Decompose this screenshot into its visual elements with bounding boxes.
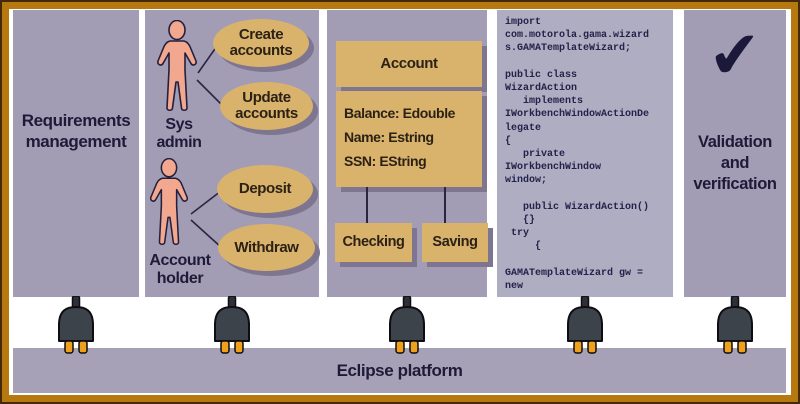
plug-icon — [389, 296, 425, 354]
panel-validation: ✔ Validation and verification — [684, 10, 786, 297]
inheritance-line-right — [444, 187, 446, 224]
checkmark-icon: ✔ — [705, 17, 765, 95]
use-case-deposit: Deposit — [217, 165, 313, 213]
eclipse-platform-bar: Eclipse platform — [13, 348, 786, 393]
inheritance-line-left — [366, 187, 368, 224]
eclipse-platform-label: Eclipse platform — [336, 360, 463, 380]
code-snippet: import com.motorola.gama.wizard s.GAMATe… — [505, 17, 650, 293]
class-attributes-box: Balance: Edouble Name: Estring SSN: EStr… — [336, 91, 482, 187]
panel-code: import com.motorola.gama.wizard s.GAMATe… — [497, 10, 673, 297]
use-case-create-accounts: Create accounts — [213, 19, 309, 67]
plug-icon — [567, 296, 603, 354]
account-holder-actor-icon — [149, 158, 189, 246]
validation-label: Validation and verification — [693, 133, 777, 193]
sys-admin-label: Sys admin — [156, 116, 202, 151]
use-case-update-accounts: Update accounts — [220, 82, 313, 130]
requirements-label: Requirements management — [21, 111, 131, 151]
sys-admin-actor-icon — [157, 20, 197, 112]
use-case-withdraw: Withdraw — [218, 224, 315, 271]
class-title-box: Account — [336, 41, 482, 87]
association-lines — [190, 45, 225, 249]
subclass-saving-box: Saving — [422, 223, 488, 262]
plug-icon — [214, 296, 250, 354]
panel-requirements: Requirements management — [13, 10, 139, 297]
subclass-checking-box: Checking — [335, 223, 412, 262]
plug-icon — [58, 296, 94, 354]
plug-icon — [717, 296, 753, 354]
panel-class-diagram: Account Balance: Edouble Name: Estring S… — [327, 10, 488, 297]
account-holder-label: Account holder — [149, 252, 211, 287]
panel-use-cases: Sys admin Account holder Create accounts… — [145, 10, 319, 297]
